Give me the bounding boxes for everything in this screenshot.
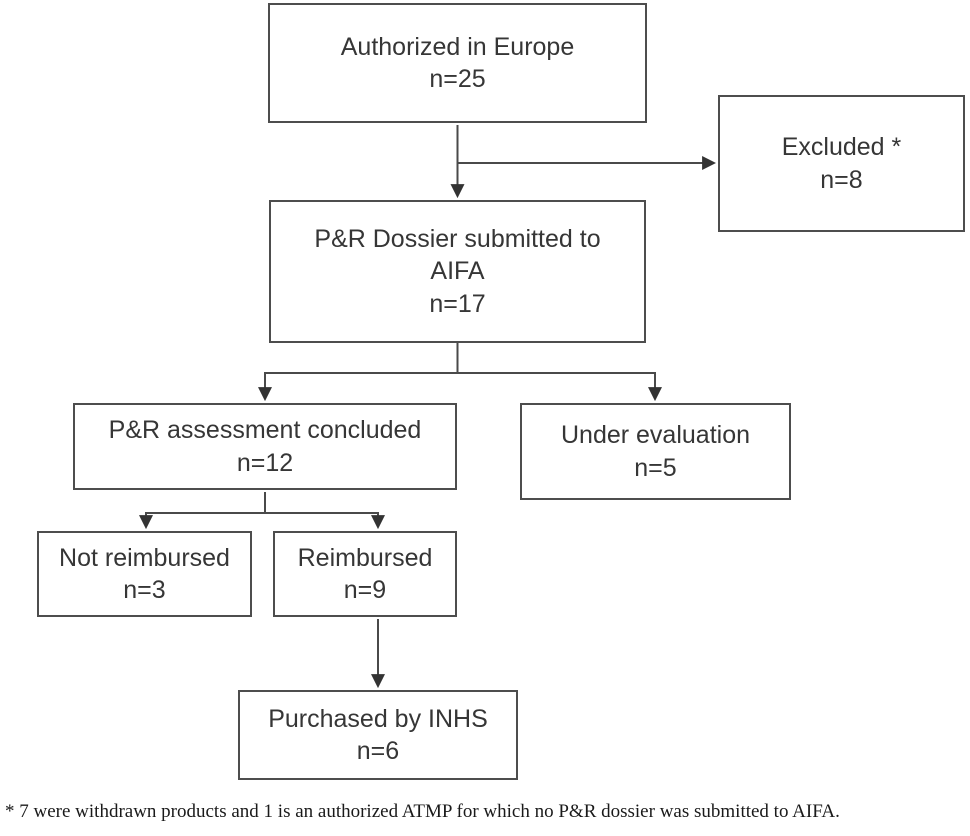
node-label: Not reimbursed	[59, 543, 230, 572]
node-label: P&R Dossier submitted to AIFA	[314, 224, 601, 286]
footnote: * 7 were withdrawn products and 1 is an …	[5, 801, 840, 822]
node-count: n=25	[429, 65, 486, 93]
flow-node-under-evaluation: Under evaluation n=5	[520, 403, 791, 500]
node-label: Purchased by INHS	[268, 704, 488, 733]
node-label: Under evaluation	[560, 421, 750, 449]
node-count: n=12	[236, 448, 294, 477]
flow-node-purchased: Purchased by INHS n=6	[238, 690, 518, 780]
node-count: n=5	[634, 453, 677, 482]
node-label: Reimbursed	[297, 543, 433, 572]
node-count: n=9	[343, 576, 387, 604]
node-label: Authorized in Europe	[340, 32, 575, 61]
node-count: n=17	[429, 289, 486, 318]
node-label: Excluded *	[781, 133, 902, 161]
flow-node-assessment-concluded: P&R assessment concluded n=12	[73, 403, 457, 490]
flow-node-dossier-submitted: P&R Dossier submitted to AIFA n=17	[269, 200, 646, 343]
flow-node-excluded: Excluded * n=8	[718, 95, 965, 232]
node-count: n=8	[820, 165, 863, 194]
node-label: P&R assessment concluded	[108, 416, 422, 444]
flow-node-authorized: Authorized in Europe n=25	[268, 3, 647, 123]
node-count: n=3	[123, 576, 166, 604]
flow-node-not-reimbursed: Not reimbursed n=3	[37, 531, 252, 617]
node-count: n=6	[356, 737, 400, 765]
flow-node-reimbursed: Reimbursed n=9	[273, 531, 457, 617]
